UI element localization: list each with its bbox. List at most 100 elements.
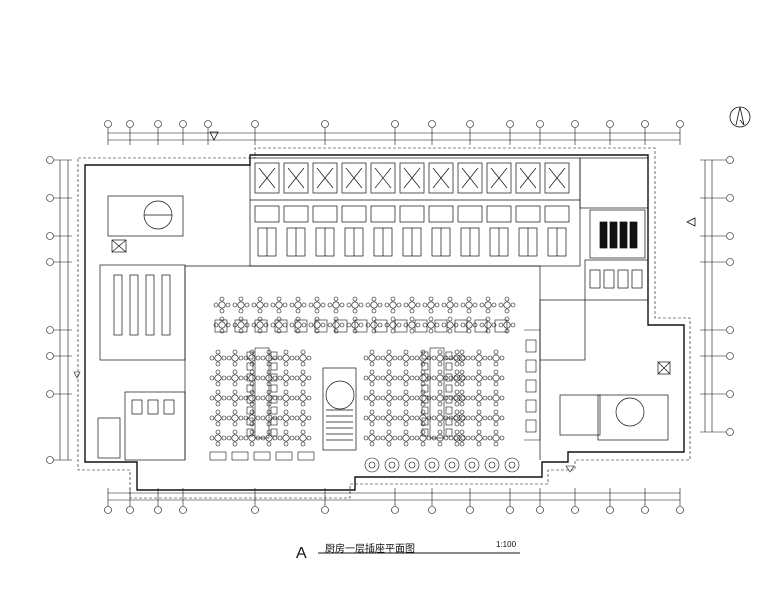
dining-chair: [454, 421, 460, 427]
dining-chair: [466, 308, 472, 314]
dining-chair: [377, 302, 383, 308]
dining-table: [492, 434, 500, 442]
banquet-chair: [421, 362, 429, 371]
dining-table: [436, 354, 444, 362]
dining-chair: [390, 296, 396, 302]
staff-restroom: [124, 391, 186, 461]
dining-chair: [493, 401, 499, 407]
dining-chair: [260, 395, 266, 401]
dining-chair: [493, 429, 499, 435]
dining-table: [282, 394, 290, 402]
section-mark-triangle-top: [209, 131, 219, 141]
dining-chair: [219, 296, 225, 302]
banquet-chair: [445, 428, 453, 437]
lounge-seat: [525, 359, 537, 373]
dining-chair: [493, 389, 499, 395]
banquet-chair: [421, 373, 429, 382]
washroom-fixture: [619, 221, 628, 249]
dining-chair: [386, 441, 392, 447]
dining-chair: [272, 375, 278, 381]
dining-chair: [215, 361, 221, 367]
dining-chair: [403, 401, 409, 407]
dining-table: [458, 394, 466, 402]
dining-chair: [499, 375, 505, 381]
dining-table: [503, 301, 511, 309]
dining-chair: [380, 415, 386, 421]
dining-chair: [384, 302, 390, 308]
dining-chair: [238, 296, 244, 302]
dining-chair: [485, 308, 491, 314]
bottom-grid-axis: [104, 488, 684, 514]
dining-chair: [460, 395, 466, 401]
dining-table: [475, 354, 483, 362]
dining-table: [419, 354, 427, 362]
banquet-chair: [270, 395, 278, 404]
banquet-chair: [246, 351, 254, 360]
square-table: [214, 319, 228, 333]
dining-chair: [453, 435, 459, 441]
dining-chair: [283, 389, 289, 395]
dining-chair: [403, 441, 409, 447]
kitchen-counter: [428, 205, 454, 223]
dining-chair: [219, 308, 225, 314]
grid-bubble: [154, 120, 162, 128]
kitchen-counter: [399, 205, 425, 223]
dining-chair: [255, 415, 261, 421]
dining-chair: [459, 349, 465, 355]
dining-chair: [397, 355, 403, 361]
dining-chair: [409, 395, 415, 401]
dining-table: [492, 414, 500, 422]
dining-chair: [232, 429, 238, 435]
dining-chair: [459, 401, 465, 407]
dining-chair: [369, 361, 375, 367]
dining-chair: [493, 421, 499, 427]
grid-bubble: [154, 506, 162, 514]
dining-chair: [459, 441, 465, 447]
dining-chair: [454, 441, 460, 447]
kitchen-equipment-line: [287, 167, 305, 189]
dining-chair: [476, 429, 482, 435]
dining-chair: [257, 328, 263, 334]
dining-table: [368, 414, 376, 422]
dining-chair: [491, 302, 497, 308]
dining-chair: [232, 441, 238, 447]
dining-chair: [414, 395, 420, 401]
banquet-chair: [270, 417, 278, 426]
square-table: [254, 319, 268, 333]
dining-table: [419, 374, 427, 382]
grid-bubble: [726, 428, 734, 436]
dining-chair: [213, 302, 219, 308]
dining-chair: [409, 296, 415, 302]
dining-chair: [454, 381, 460, 387]
dining-table: [275, 321, 283, 329]
banquet-chair: [421, 428, 429, 437]
round-booth-table: [488, 461, 496, 469]
dining-chair: [487, 415, 493, 421]
grid-bubble: [126, 120, 134, 128]
dining-chair: [232, 349, 238, 355]
dining-chair: [232, 302, 238, 308]
service-room: [539, 299, 586, 361]
dining-chair: [363, 435, 369, 441]
banquet-chair: [270, 384, 278, 393]
round-booth: [364, 457, 380, 473]
toilet-stall: [631, 269, 643, 289]
grid-bubble: [251, 506, 259, 514]
dining-chair: [243, 375, 249, 381]
dining-chair: [476, 381, 482, 387]
square-table: [334, 319, 348, 333]
dining-chair: [238, 355, 244, 361]
square-table: [494, 319, 508, 333]
dining-chair: [392, 415, 398, 421]
dining-table: [368, 394, 376, 402]
dining-chair: [487, 395, 493, 401]
dining-chair: [295, 308, 301, 314]
dry-storage-room: [99, 264, 186, 361]
dining-chair: [215, 389, 221, 395]
dining-table: [402, 394, 410, 402]
grid-bubble: [46, 258, 54, 266]
section-mark-triangle-bottom: [565, 465, 575, 473]
dining-table: [475, 414, 483, 422]
dining-chair: [470, 355, 476, 361]
dining-chair: [403, 322, 409, 328]
